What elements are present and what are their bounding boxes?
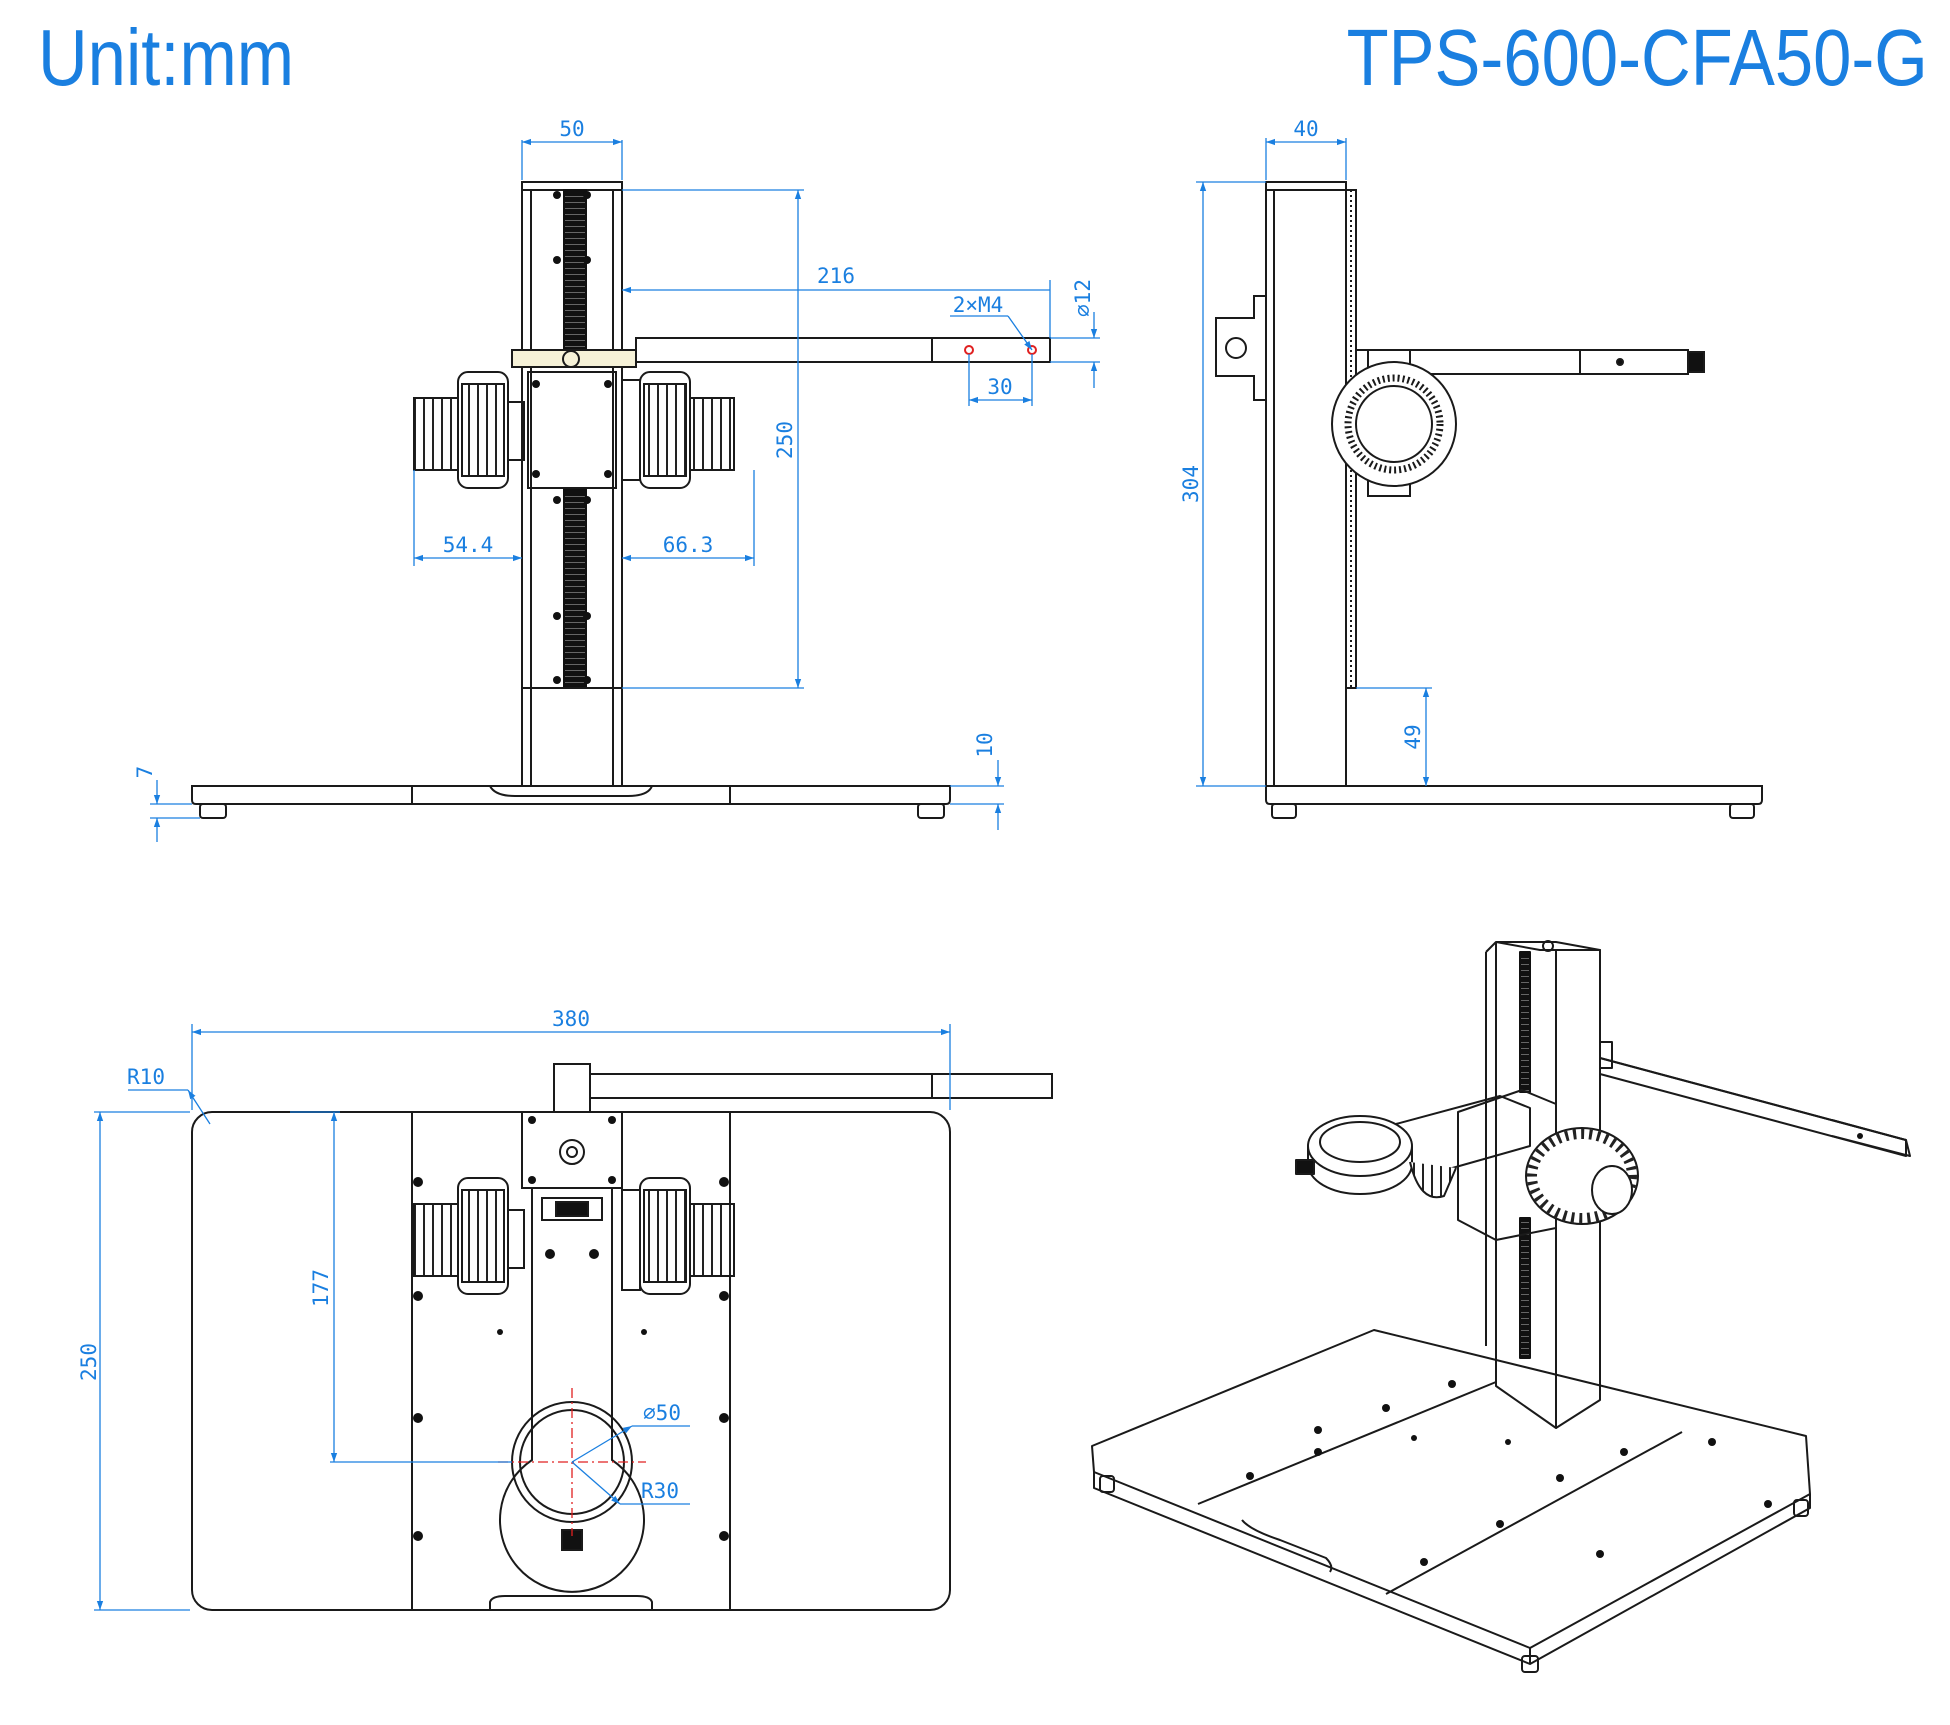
top-holder-bracket [499,1188,645,1593]
front-dimensions: 50 250 216 2×M4 ⌀12 30 54.4 66.3 10 [133,117,1100,842]
side-holder-knurl [1344,374,1444,474]
iso-arm [1599,1057,1907,1157]
model-number: TPS-600-CFA50-G [1346,13,1928,102]
dim-front-column-height: 250 [773,421,797,459]
front-base-handle [489,785,653,797]
top-knob-right [621,1177,735,1295]
iso-arm-collar [1599,1041,1613,1069]
front-column [521,181,623,787]
front-foot-left [199,803,227,819]
dim-top-ring-radius: R30 [641,1479,679,1503]
iso-column-top [1495,941,1601,951]
isometric-view [1091,940,1911,1673]
iso-base-handle [1241,1519,1333,1573]
dim-top-corner-radius: R10 [127,1065,165,1089]
front-rack-lower [563,489,587,687]
top-arm [589,1073,1053,1099]
iso-holder-ring-inner [1319,1121,1401,1163]
side-arm-screw [1687,351,1705,373]
side-holder-inner [1355,385,1433,463]
dim-side-column-depth: 40 [1293,117,1318,141]
top-dimensions: 380 R10 250 177 ⌀50 R30 [77,1007,951,1611]
dim-front-hole-spec: 2×M4 [953,293,1004,317]
side-dimensions: 40 304 49 [1179,117,1432,787]
dim-front-hole-spacing: 30 [987,375,1012,399]
unit-label: Unit:mm [38,13,295,102]
front-rack-screws [553,191,591,684]
front-collar-bolt [562,350,580,368]
iso-knob-back [1409,1161,1457,1199]
iso-foot-2 [1521,1655,1539,1673]
dim-top-base-width: 380 [552,1007,590,1031]
iso-rack-lower [1519,1217,1531,1359]
iso-column-hole [1542,940,1554,952]
front-rack-upper [563,189,587,349]
iso-base-seam-2 [1385,1431,1683,1595]
top-base-handle [489,1595,653,1610]
dim-front-base-thickness: 10 [973,732,997,757]
front-knob-right [621,371,735,489]
dim-front-column-width: 50 [559,117,584,141]
front-view [191,181,1051,819]
front-arm-hole-1 [964,345,974,355]
top-column-hole [559,1139,585,1165]
side-view [1215,181,1763,819]
front-base-plate [191,785,951,805]
front-arm [635,337,1051,363]
dim-front-foot-height: 7 [133,766,157,779]
iso-base-seam-1 [1197,1381,1497,1505]
front-focus-block [527,371,617,489]
top-knob-left [413,1177,525,1295]
dim-front-arm-length: 216 [817,264,855,288]
side-stop-bracket [1215,295,1266,401]
top-column [521,1111,623,1189]
front-knob-left [413,371,525,489]
iso-foot-3 [1793,1499,1809,1517]
iso-focus-block [1457,1089,1557,1241]
iso-base-screws [1246,1380,1772,1566]
side-stop-hole [1225,337,1247,359]
dim-side-rail-offset: 49 [1401,724,1425,749]
iso-foot-1 [1099,1475,1115,1493]
iso-arm-end [1831,1119,1911,1157]
top-arm-collar [553,1063,591,1113]
dim-side-overall-height: 304 [1179,465,1203,503]
side-foot-right [1729,803,1755,819]
side-column [1265,181,1347,787]
side-foot-left [1271,803,1297,819]
iso-knob-front [1525,1127,1639,1225]
iso-base-edge [1093,1472,1811,1665]
iso-rack-upper [1519,951,1531,1093]
iso-holder-arm [1395,1095,1531,1177]
iso-holder-ring-outer [1307,1115,1413,1177]
dim-top-base-depth: 250 [77,1343,101,1381]
iso-base-top [1091,1329,1811,1649]
dim-front-left-knob: 54.4 [443,533,494,557]
top-plate-screws [413,1116,729,1541]
dim-front-right-knob: 66.3 [663,533,714,557]
top-view [191,1063,1053,1611]
dim-top-hole-diameter: ⌀50 [643,1401,681,1425]
side-base-plate [1265,785,1763,805]
dim-top-hole-offset: 177 [309,1269,333,1307]
iso-holder-screw [1295,1159,1315,1175]
dim-front-arm-diameter: ⌀12 [1071,279,1095,317]
front-foot-right [917,803,945,819]
